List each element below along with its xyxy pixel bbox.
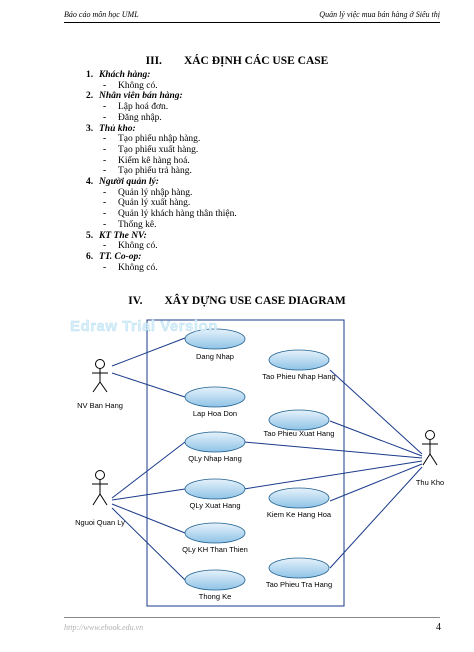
- edraw-watermark: Edraw Trial Version: [70, 318, 218, 335]
- use-case-list: Quản lý nhập hàng.Quản lý xuất hàng.Quản…: [86, 188, 386, 231]
- actor-nguoi-quan-ly-figure: [92, 470, 108, 506]
- use-case-list: Không có.: [86, 241, 386, 252]
- use-case-diagram: Dang Nhap Lap Hoa Don QLy Nhap Hang QLy …: [75, 319, 444, 607]
- assoc-nvbh-laphoadon: [111, 372, 186, 398]
- actor-block: 3.Thủ kho:Tạo phiếu nhập hàng.Tạo phiếu …: [86, 124, 386, 178]
- footer-url: http://www.ebook.edu.vn: [64, 623, 144, 632]
- actor-index: 4.: [86, 177, 94, 188]
- use-case-item: Tạo phiếu xuất hàng.: [86, 145, 386, 156]
- footer-divider: [64, 617, 440, 618]
- usecase-ql-xuat-hang: [184, 478, 246, 500]
- section-number: III.: [145, 55, 162, 67]
- actor-block: 5. KT The NV:Không có.: [86, 231, 386, 252]
- use-case-list: Không có.: [86, 81, 386, 92]
- assoc-thukho-kiemke: [329, 463, 423, 502]
- use-case-item: Kiểm kê hàng hoá.: [86, 156, 386, 167]
- usecase-dang-nhap: [184, 328, 246, 350]
- assoc-nql-qlxuathang: [111, 488, 186, 501]
- usecase-label: Tao Phieu Xuat Hang: [264, 429, 335, 438]
- use-case-list: Lập hoá đơn.Đăng nhập.: [86, 102, 386, 123]
- use-case-item: Thống kê.: [86, 220, 386, 231]
- actor-name: Nhân viên bán hàng:: [99, 91, 183, 102]
- usecase-lap-hoa-don: [184, 386, 246, 408]
- usecase-label: QLy KH Than Thien: [182, 545, 248, 554]
- actor-block: 6. TT. Co-op:Không có.: [86, 252, 386, 273]
- actor-name: KT The NV:: [99, 230, 147, 241]
- header-project-title: Quản lý việc mua bán hàng ở Siêu thị: [319, 10, 440, 19]
- assoc-nql-qlnhaphang: [111, 441, 186, 499]
- actor-heading: 2. Nhân viên bán hàng:: [86, 91, 386, 102]
- usecase-label: Thong Ke: [199, 592, 232, 601]
- usecase-label: QLy Nhap Hang: [188, 454, 242, 463]
- actor-index: 6.: [86, 251, 94, 262]
- actor-index: 5.: [86, 230, 94, 241]
- actor-heading: 1. Khách hàng:: [86, 70, 386, 81]
- section-number: IV.: [128, 295, 143, 307]
- use-case-list: Tạo phiếu nhập hàng.Tạo phiếu xuất hàng.…: [86, 134, 386, 177]
- usecase-thong-ke: [184, 569, 246, 591]
- usecase-label: Lap Hoa Don: [193, 409, 237, 418]
- actor-name: Thủ kho:: [99, 123, 136, 134]
- page-header: Báo cáo môn học UML Quản lý việc mua bán…: [64, 10, 440, 26]
- header-course-title: Báo cáo môn học UML: [64, 10, 139, 19]
- section-heading-use-cases: III. XÁC ĐỊNH CÁC USE CASE: [0, 55, 474, 67]
- use-case-list: Không có.: [86, 263, 386, 274]
- actor-use-case-list: 1.Khách hàng:Không có.2.Nhân viên bán hà…: [86, 70, 386, 273]
- actor-nv-ban-hang-figure: [92, 359, 108, 393]
- actor-heading: 6. TT. Co-op:: [86, 252, 386, 263]
- assoc-thukho-taophieunhap: [329, 369, 423, 455]
- usecase-label: QLy Xuat Hang: [189, 501, 240, 510]
- usecase-tao-phieu-xuat-hang: [268, 409, 330, 431]
- usecase-ql-nhap-hang: [184, 431, 246, 453]
- actor-label-nv-ban-hang: NV Ban Hang: [77, 401, 123, 410]
- use-case-item: Quản lý xuất hàng.: [86, 198, 386, 209]
- actor-name: Người quản lý:: [99, 177, 159, 188]
- use-case-item: Quản lý khách hàng thân thiện.: [86, 209, 386, 220]
- actor-name: TT. Co-op:: [99, 251, 142, 262]
- section-heading-diagram: IV. XÂY DỰNG USE CASE DIAGRAM: [0, 295, 474, 307]
- use-case-item: Đăng nhập.: [86, 113, 386, 124]
- page-number: 4: [436, 622, 441, 633]
- usecase-label: Dang Nhap: [196, 352, 234, 361]
- section-title-text: XÂY DỰNG USE CASE DIAGRAM: [164, 295, 346, 307]
- assoc-nvbh-dangnhap: [111, 337, 186, 367]
- actor-block: 2. Nhân viên bán hàng:Lập hoá đơn.Đăng nh…: [86, 91, 386, 123]
- use-case-item: Lập hoá đơn.: [86, 102, 386, 113]
- assoc-nql-qlkh: [111, 503, 186, 534]
- use-case-item: Không có.: [86, 263, 386, 274]
- assoc-thukho-qlxuathang: [243, 460, 423, 490]
- actor-index: 3.: [86, 123, 94, 134]
- actor-heading: 4. Người quản lý:: [86, 177, 386, 188]
- usecase-tao-phieu-nhap-hang: [268, 349, 330, 371]
- actor-heading: 5. KT The NV:: [86, 231, 386, 242]
- system-boundary: [146, 319, 345, 607]
- usecase-label: Tao Phieu Nhap Hang: [262, 372, 335, 381]
- usecase-label: Kiem Ke Hang Hoa: [267, 510, 332, 519]
- usecase-ql-kh-than-thien: [184, 522, 246, 544]
- assoc-thukho-qlnhaphang: [243, 441, 423, 459]
- actor-index: 2.: [86, 91, 94, 102]
- assoc-thukho-taophieutra: [329, 466, 423, 569]
- use-case-item: Quản lý nhập hàng.: [86, 188, 386, 199]
- actor-block: 4.Người quản lý:Quản lý nhập hàng.Quản l…: [86, 177, 386, 231]
- actor-index: 1.: [86, 70, 94, 80]
- actor-thu-kho-figure: [422, 430, 438, 466]
- header-divider: [64, 22, 440, 23]
- actor-heading: 3. Thủ kho:: [86, 124, 386, 135]
- actor-block: 1. Khách hàng:Không có.: [86, 70, 386, 91]
- use-case-item: Tạo phiếu trả hàng.: [86, 166, 386, 177]
- use-case-item: Tạo phiếu nhập hàng.: [86, 134, 386, 145]
- assoc-nql-thongke: [111, 507, 186, 581]
- actor-name: Khách hàng:: [99, 70, 151, 80]
- usecase-label: Tao Phieu Tra Hang: [266, 580, 332, 589]
- assoc-thukho-taophieuxuat: [329, 420, 423, 457]
- actor-label-thu-kho: Thu Kho: [416, 478, 444, 487]
- use-case-item: Không có.: [86, 241, 386, 252]
- usecase-kiem-ke-hang-hoa: [268, 487, 330, 509]
- use-case-item: Không có.: [86, 81, 386, 92]
- actor-label-nguoi-quan-ly: Nguoi Quan Ly: [75, 518, 125, 527]
- usecase-tao-phieu-tra-hang: [268, 557, 330, 579]
- section-title-text: XÁC ĐỊNH CÁC USE CASE: [183, 55, 329, 67]
